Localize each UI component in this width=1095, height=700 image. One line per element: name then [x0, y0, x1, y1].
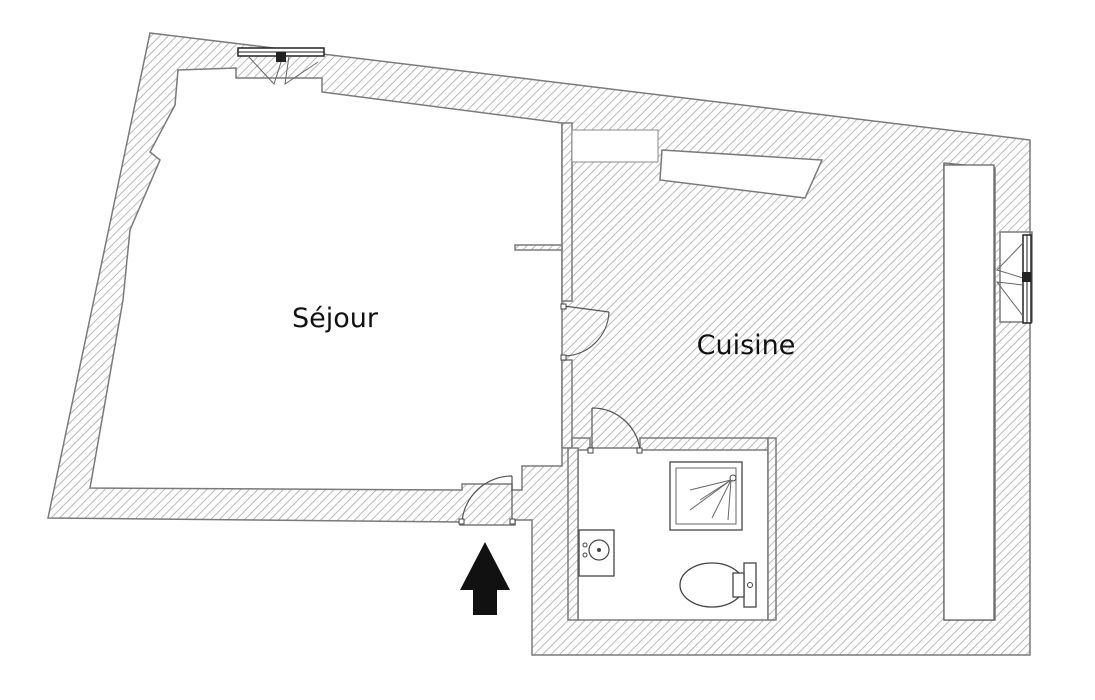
- partition-wall: [567, 447, 579, 621]
- shelf-wall: [514, 244, 563, 251]
- sink-icon: [578, 529, 615, 577]
- outer-wall: [47, 32, 1033, 656]
- shower-icon: [669, 461, 743, 531]
- partition-wall: [639, 437, 769, 451]
- door-swing-icon: [560, 303, 610, 361]
- entrance-arrow-icon: [460, 542, 510, 615]
- toilet-icon: [679, 562, 757, 608]
- partition-wall: [561, 122, 573, 302]
- wall-niche: [571, 129, 659, 163]
- door-swing-icon: [458, 475, 516, 525]
- door-swing-icon: [587, 407, 643, 454]
- room-label-sejour: Séjour: [292, 303, 379, 334]
- window-icon: [995, 234, 1032, 324]
- partition-wall: [571, 437, 591, 451]
- partition-wall: [767, 437, 777, 621]
- window-icon: [237, 47, 325, 86]
- room-label-cuisine: Cuisine: [697, 330, 796, 361]
- partition-wall: [561, 359, 573, 449]
- kitchen-counter: [943, 164, 995, 621]
